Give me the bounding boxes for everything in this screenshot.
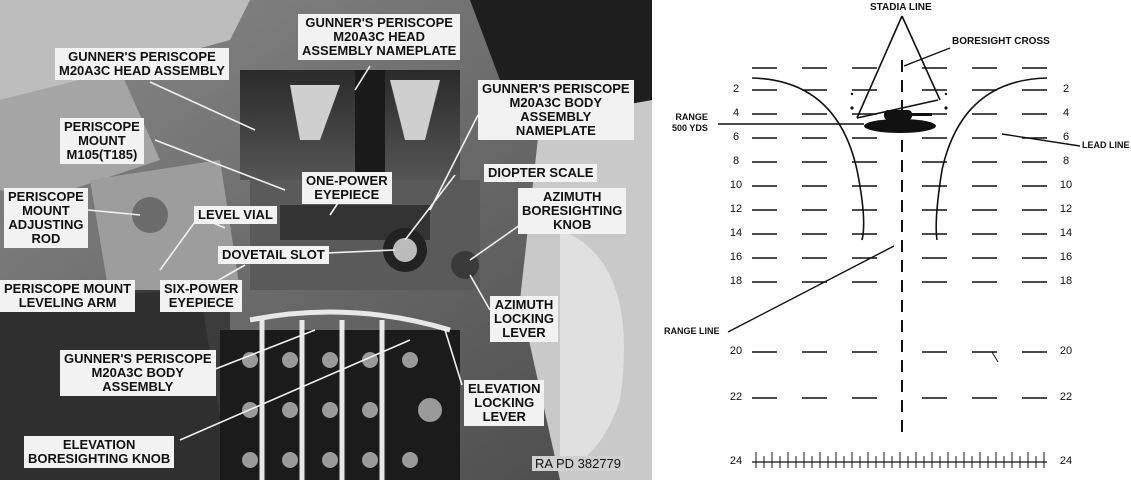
range-number-left-8: 8: [732, 155, 740, 167]
range-number-right-14: 14: [1059, 227, 1073, 239]
range-number-right-6: 6: [1062, 131, 1070, 143]
range-number-left-12: 12: [729, 203, 743, 215]
label-level-vial: LEVEL VIAL: [194, 206, 277, 224]
range-number-left-24: 24: [729, 455, 743, 467]
label-six-power-eyepiece: SIX-POWER EYEPIECE: [160, 280, 243, 312]
label-body-assembly: GUNNER'S PERISCOPE M20A3C BODY ASSEMBLY: [60, 350, 216, 396]
label-elevation-locking-lever: ELEVATION LOCKING LEVER: [464, 380, 545, 426]
range-number-right-22: 22: [1059, 391, 1073, 403]
range-number-left-14: 14: [729, 227, 743, 239]
range-number-left-6: 6: [732, 131, 740, 143]
range-number-right-24: 24: [1059, 455, 1073, 467]
label-head-nameplate: GUNNER'S PERISCOPE M20A3C HEAD ASSEMBLY …: [298, 14, 461, 60]
boresight-cross-label: BORESIGHT CROSS: [952, 36, 1050, 47]
label-body-nameplate: GUNNER'S PERISCOPE M20A3C BODY ASSEMBLY …: [478, 80, 634, 140]
label-head-assembly: GUNNER'S PERISCOPE M20A3C HEAD ASSEMBLY: [55, 48, 229, 80]
range-number-left-20: 20: [729, 345, 743, 357]
range-number-left-22: 22: [729, 391, 743, 403]
range-label: RANGE 500 YDS: [672, 112, 708, 133]
range-number-right-8: 8: [1062, 155, 1070, 167]
label-periscope-mount: PERISCOPE MOUNT M105(T185): [60, 118, 144, 164]
stadia-line-label: STADIA LINE: [870, 2, 932, 13]
range-number-left-18: 18: [729, 275, 743, 287]
range-number-left-10: 10: [729, 179, 743, 191]
range-number-right-18: 18: [1059, 275, 1073, 287]
label-elevation-boresighting-knob: ELEVATION BORESIGHTING KNOB: [24, 436, 175, 468]
label-azimuth-locking-lever: AZIMUTH LOCKING LEVER: [490, 296, 558, 342]
label-mount-adjusting-rod: PERISCOPE MOUNT ADJUSTING ROD: [4, 188, 88, 248]
range-number-right-16: 16: [1059, 251, 1073, 263]
figure-reference-number: RA PD 382779: [532, 456, 625, 471]
range-number-left-2: 2: [732, 83, 740, 95]
range-number-right-20: 20: [1059, 345, 1073, 357]
range-number-right-10: 10: [1059, 179, 1073, 191]
label-azimuth-boresighting-knob: AZIMUTH BORESIGHTING KNOB: [518, 188, 627, 234]
range-number-right-4: 4: [1062, 107, 1070, 119]
range-number-right-12: 12: [1059, 203, 1073, 215]
label-diopter-scale: DIOPTER SCALE: [484, 164, 598, 182]
periscope-photo: GUNNER'S PERISCOPE M20A3C HEAD ASSEMBLY …: [0, 0, 652, 480]
range-line-label: RANGE LINE: [664, 326, 720, 336]
range-number-left-16: 16: [729, 251, 743, 263]
label-one-power-eyepiece: ONE-POWER EYEPIECE: [302, 172, 392, 204]
range-number-right-2: 2: [1062, 83, 1070, 95]
reticle-diagram: STADIA LINE BORESIGHT CROSS RANGE 500 YD…: [652, 0, 1131, 480]
range-number-left-4: 4: [732, 107, 740, 119]
label-mount-leveling-arm: PERISCOPE MOUNT LEVELING ARM: [0, 280, 136, 312]
range-dash-rows: [752, 89, 1047, 399]
reticle-drawing: [718, 15, 1081, 468]
label-dovetail-slot: DOVETAIL SLOT: [218, 246, 329, 264]
lead-line-label: LEAD LINE: [1082, 140, 1130, 150]
